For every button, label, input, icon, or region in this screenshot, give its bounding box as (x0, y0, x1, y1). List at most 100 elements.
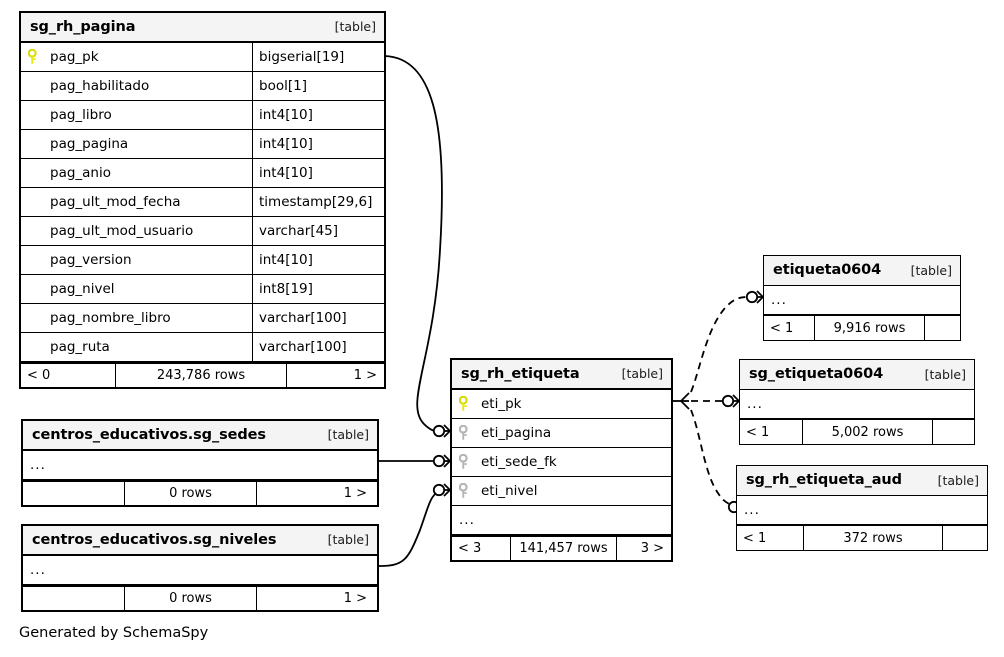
table-row[interactable]: pag_nombre_libro varchar[100] (21, 304, 384, 333)
table-header: sg_rh_pagina [table] (21, 13, 384, 43)
table-header: etiqueta0604 [table] (764, 256, 960, 286)
footer-prev-link[interactable]: < 1 (743, 530, 767, 546)
table-type-label: [table] (910, 262, 952, 278)
table-row[interactable]: pag_version int4[10] (21, 246, 384, 275)
column-name-cell: pag_ult_mod_usuario (21, 217, 252, 245)
column-name: pag_ult_mod_usuario (50, 223, 194, 239)
no-key-icon (28, 107, 41, 123)
column-name-cell: pag_anio (21, 159, 252, 187)
no-key-icon (28, 136, 41, 152)
footer-next-link[interactable] (933, 420, 973, 444)
footer-row-count: 0 rows (124, 482, 257, 505)
column-name: pag_anio (50, 165, 112, 181)
column-name-cell: eti_pagina (452, 419, 671, 447)
footer-prev-link[interactable]: < 0 (27, 368, 51, 383)
table-row[interactable]: eti_nivel (452, 477, 671, 506)
footer-prev-link[interactable]: < 3 (458, 541, 482, 556)
column-name: pag_habilitado (50, 78, 150, 94)
column-type-cell: varchar[100] (252, 304, 384, 332)
footer-next-link[interactable]: 3 > (640, 541, 664, 556)
table-node-sg-rh-pagina[interactable]: sg_rh_pagina [table] pag_pk bigserial[19… (19, 11, 386, 389)
table-header: sg_rh_etiqueta_aud [table] (737, 466, 987, 496)
column-name-cell: pag_libro (21, 101, 252, 129)
footer-row-count: 0 rows (124, 587, 257, 610)
column-name: eti_nivel (481, 483, 538, 499)
generated-by-caption: Generated by SchemaSpy (19, 625, 209, 641)
no-key-icon (28, 310, 41, 326)
footer-row-count: 372 rows (803, 526, 943, 550)
table-type-label: [table] (924, 366, 966, 382)
column-name-cell: eti_pk (452, 390, 671, 418)
column-name: pag_pagina (50, 136, 129, 152)
footer-next-link[interactable] (943, 526, 985, 550)
table-row[interactable]: pag_pagina int4[10] (21, 130, 384, 159)
column-type-cell: bool[1] (252, 72, 384, 100)
table-type-label: [table] (621, 366, 663, 381)
table-footer: < 3 141,457 rows 3 > (452, 535, 671, 560)
footer-next-link[interactable]: 1 > (343, 486, 367, 501)
table-footer: 0 rows 1 > (23, 585, 377, 610)
table-node-sg-rh-etiqueta-aud[interactable]: sg_rh_etiqueta_aud [table] ... < 1 372 r… (736, 465, 988, 551)
table-row[interactable]: pag_libro int4[10] (21, 101, 384, 130)
table-title: sg_etiqueta0604 (749, 366, 884, 382)
table-row[interactable]: pag_ult_mod_fecha timestamp[29,6] (21, 188, 384, 217)
edge-fork-origin (673, 392, 690, 410)
table-row[interactable]: pag_pk bigserial[19] (21, 43, 384, 72)
column-type-cell: int4[10] (252, 159, 384, 187)
column-type-cell: timestamp[29,6] (252, 188, 384, 216)
table-row[interactable]: pag_habilitado bool[1] (21, 72, 384, 101)
table-row[interactable]: eti_sede_fk (452, 448, 671, 477)
footer-row-count: 141,457 rows (510, 537, 617, 560)
table-row[interactable]: pag_nivel int8[19] (21, 275, 384, 304)
table-node-centros-educativos-sg-sedes[interactable]: centros_educativos.sg_sedes [table] ... … (21, 419, 379, 507)
column-name: eti_sede_fk (481, 454, 557, 470)
table-header: centros_educativos.sg_niveles [table] (23, 526, 377, 556)
column-name-cell: eti_sede_fk (452, 448, 671, 476)
column-name-cell: pag_pk (21, 43, 252, 71)
no-key-icon (28, 194, 41, 210)
gray-key-icon (459, 454, 472, 470)
footer-prev-link[interactable] (23, 587, 124, 610)
table-row[interactable]: pag_ruta varchar[100] (21, 333, 384, 362)
column-name: pag_ult_mod_fecha (50, 194, 181, 210)
column-name-cell: pag_ult_mod_fecha (21, 188, 252, 216)
footer-next-link[interactable] (925, 316, 959, 340)
table-node-sg-etiqueta0604[interactable]: sg_etiqueta0604 [table] ... < 1 5,002 ro… (739, 359, 975, 445)
column-name-cell: pag_nombre_libro (21, 304, 252, 332)
footer-next-link[interactable]: 1 > (353, 368, 377, 383)
more-columns-indicator: ... (23, 451, 377, 480)
footer-prev-link[interactable]: < 1 (746, 424, 770, 440)
column-type-cell: varchar[45] (252, 217, 384, 245)
table-type-label: [table] (334, 19, 376, 34)
table-row[interactable]: eti_pagina (452, 419, 671, 448)
no-key-icon (28, 281, 41, 297)
more-columns-indicator: ... (452, 506, 671, 535)
table-footer: 0 rows 1 > (23, 480, 377, 505)
more-columns-indicator: ... (740, 390, 974, 419)
footer-next-link[interactable]: 1 > (343, 591, 367, 606)
column-type-cell: varchar[100] (252, 333, 384, 361)
table-row[interactable]: pag_anio int4[10] (21, 159, 384, 188)
table-type-label: [table] (937, 472, 979, 488)
footer-prev-link[interactable]: < 1 (770, 320, 794, 336)
column-name: pag_ruta (50, 339, 110, 355)
edge-sedes-to-etiqueta (379, 454, 451, 468)
table-row[interactable]: pag_ult_mod_usuario varchar[45] (21, 217, 384, 246)
table-title: centros_educativos.sg_niveles (32, 531, 277, 548)
footer-prev-link[interactable] (23, 482, 124, 505)
column-name-cell: pag_nivel (21, 275, 252, 303)
table-node-etiqueta0604[interactable]: etiqueta0604 [table] ... < 1 9,916 rows (763, 255, 961, 341)
gray-key-icon (459, 425, 472, 441)
edge-etiqueta-to-sg-etiqueta0604 (691, 394, 740, 408)
more-columns-indicator: ... (737, 496, 987, 525)
table-row[interactable]: eti_pk (452, 390, 671, 419)
table-footer: < 1 5,002 rows (740, 419, 974, 444)
footer-row-count: 243,786 rows (115, 364, 287, 387)
table-title: sg_rh_pagina (30, 18, 136, 35)
column-type-cell: int4[10] (252, 101, 384, 129)
column-name: pag_libro (50, 107, 112, 123)
table-node-sg-rh-etiqueta[interactable]: sg_rh_etiqueta [table] eti_pk eti_pagina (450, 358, 673, 562)
column-name: pag_pk (50, 49, 99, 65)
edge-pagina-to-etiqueta (384, 55, 451, 438)
table-node-centros-educativos-sg-niveles[interactable]: centros_educativos.sg_niveles [table] ..… (21, 524, 379, 612)
